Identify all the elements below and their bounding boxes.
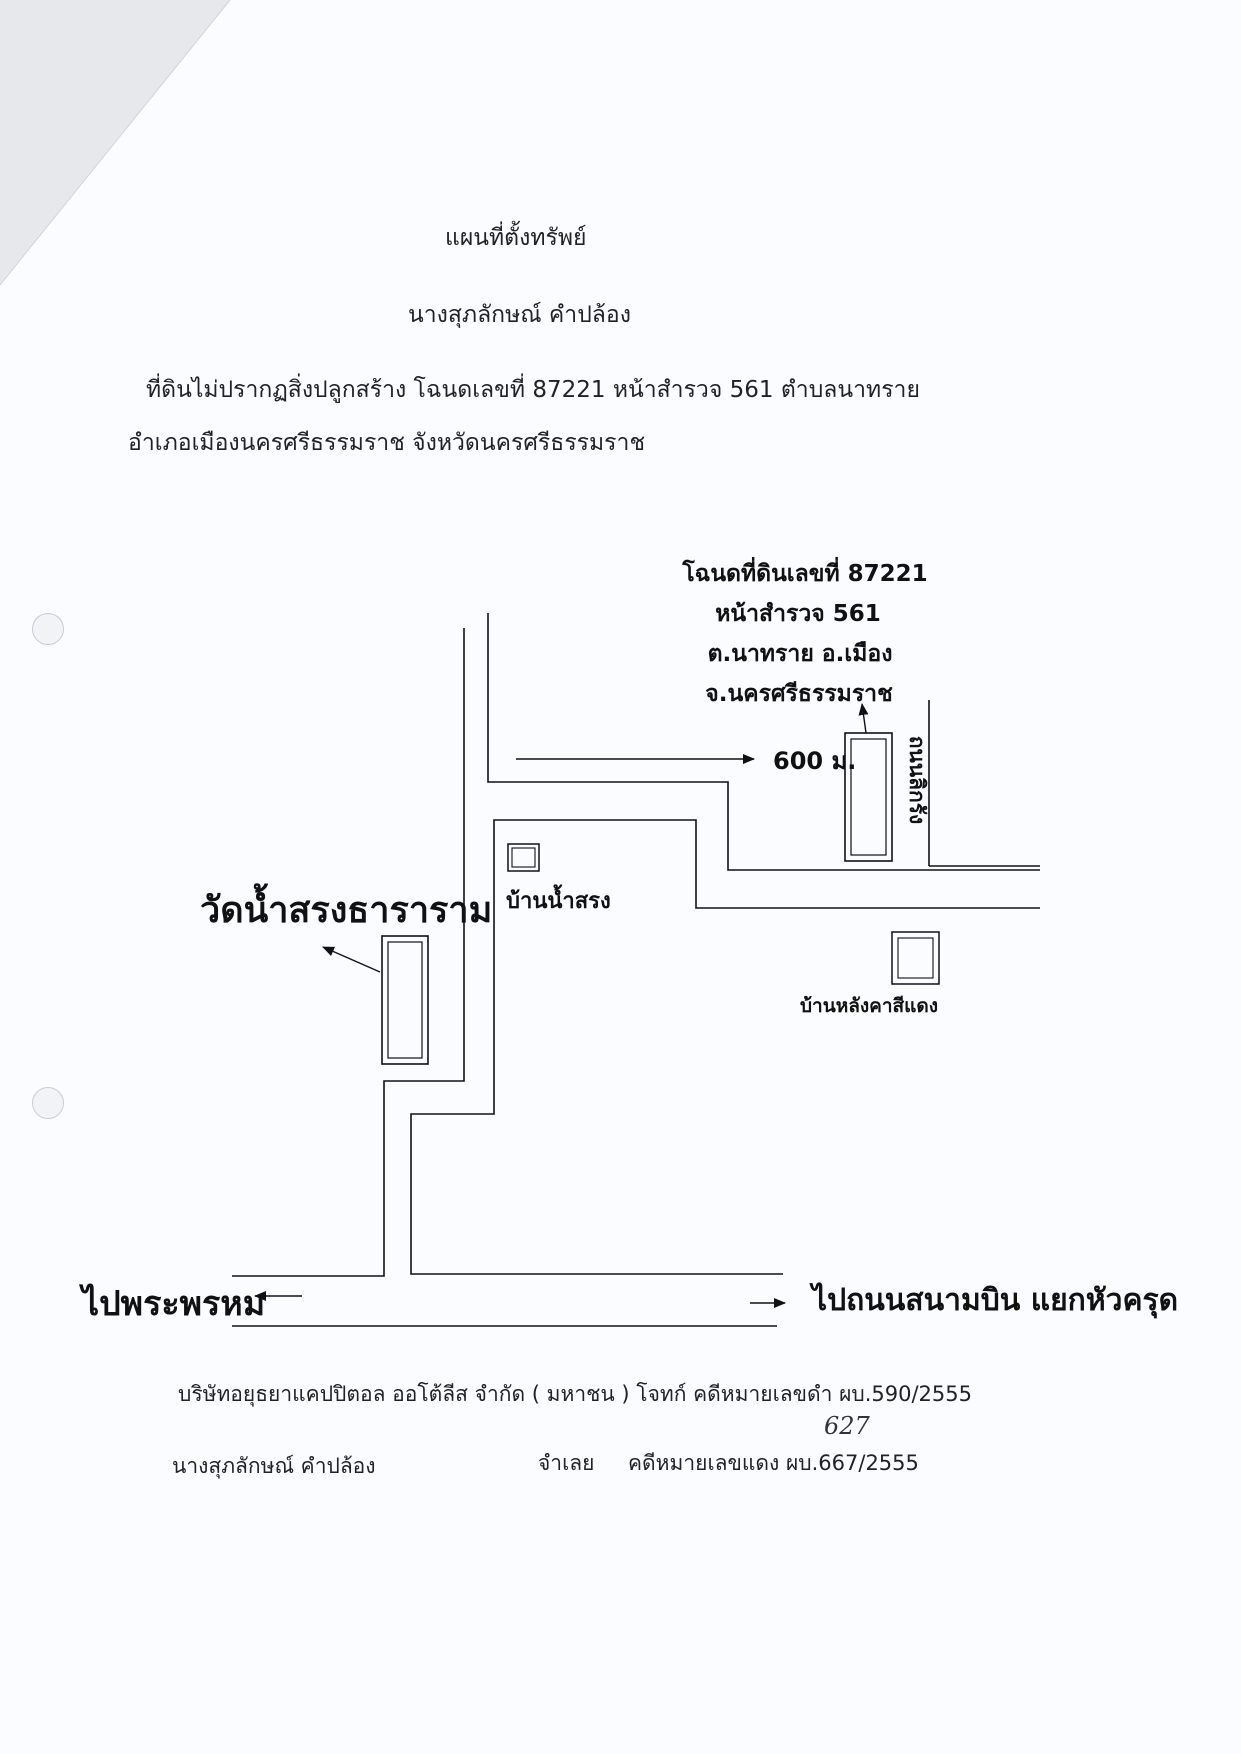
plaintiff-case-line: บริษัทอยุธยาแคปปิตอล ออโต้ลีส จำกัด ( มห… (178, 1382, 972, 1406)
village-label: บ้านน้ำสรง (506, 884, 611, 914)
left-direction-label: ไปพระพรหม (79, 1283, 265, 1324)
road-edge-inner (410, 819, 1040, 1275)
side-road-label: ถนนลิกรัง (905, 736, 929, 825)
location-line-1: ที่ดินไม่ปรากฏสิ่งปลูกสร้าง โฉนดเลขที่ 8… (146, 377, 920, 403)
road-lines (232, 613, 1040, 1327)
defendant-name: นางสุภลักษณ์ คำปล้อง (172, 1454, 376, 1478)
village-house-marker (507, 843, 540, 872)
red-roof-house-marker (891, 931, 940, 985)
deed-label-line-4: จ.นครศรีธรรมราช (705, 681, 893, 707)
road-edge-left-outer (232, 628, 465, 1277)
distance-label: 600 ม. (773, 747, 856, 775)
punch-hole-top (32, 613, 64, 645)
deed-plot-marker (844, 732, 893, 862)
location-line-2: อำเภอเมืองนครศรีธรรมราช จังหวัดนครศรีธรร… (128, 430, 646, 456)
temple-marker (381, 935, 429, 1065)
deed-label-line-1: โฉนดที่ดินเลขที่ 87221 (681, 556, 927, 587)
punch-hole-bottom (32, 1087, 64, 1119)
right-direction-label: ไปถนนสนามบิน แยกหัวครุด (809, 1282, 1178, 1319)
owner-name: นางสุภลักษณ์ คำปล้อง (408, 302, 631, 328)
red-roof-house-label: บ้านหลังคาสีแดง (800, 995, 938, 1017)
deed-label-line-3: ต.นาทราย อ.เมือง (708, 641, 893, 667)
handwritten-case-correction: 627 (824, 1412, 870, 1440)
document-title: แผนที่ตั้งทรัพย์ (445, 225, 587, 251)
red-case-number: คดีหมายเลขแดง ผบ.667/2555 (628, 1451, 919, 1475)
road-edge-upper (487, 613, 1040, 871)
deed-pointer-arrow (858, 703, 869, 734)
deed-label-line-2: หน้าสำรวจ 561 (715, 601, 881, 627)
temple-label: วัดน้ำสรงธาราราม (200, 883, 492, 931)
defendant-role: จำเลย (538, 1451, 595, 1475)
folded-corner (0, 0, 231, 286)
temple-pointer-arrow (322, 946, 381, 973)
